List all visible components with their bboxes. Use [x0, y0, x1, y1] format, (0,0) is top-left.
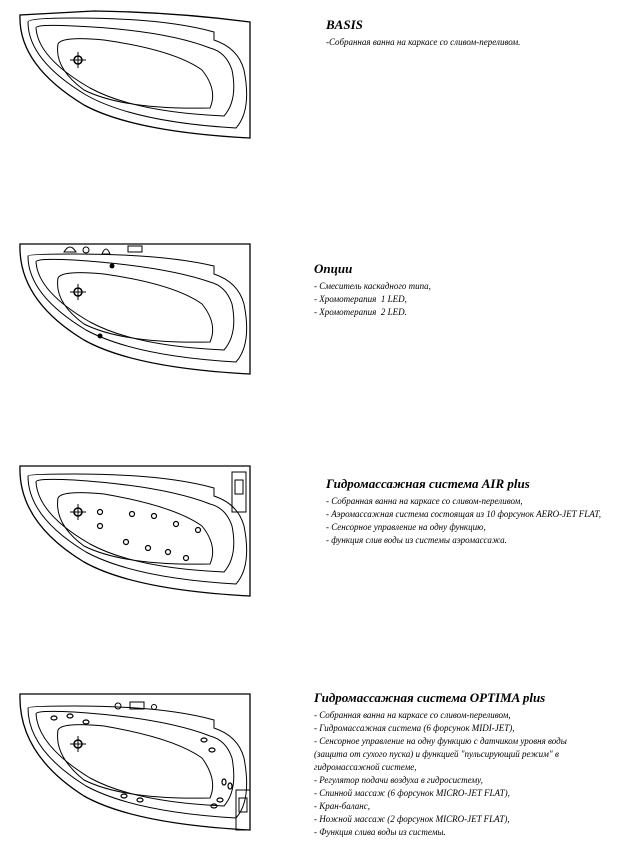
- section-optima-plus: Гидромассажная система OPTIMA plus - Соб…: [314, 690, 567, 839]
- section-title: Опции: [314, 261, 353, 276]
- feature-item: - Кран-баланс,: [314, 801, 370, 811]
- section-options: Опции - Смеситель каскадного типа, - Хро…: [314, 261, 431, 319]
- drain-icon: [70, 52, 86, 68]
- feature-item: - Смеситель каскадного типа,: [314, 281, 431, 291]
- bathtub-drawing-air-plus: [14, 462, 254, 602]
- drain-icon: [70, 736, 86, 752]
- section-basis: BASIS -Собранная ванна на каркасе со сли…: [326, 17, 520, 49]
- section-title: BASIS: [326, 17, 363, 32]
- section-title: Гидромассажная система OPTIMA plus: [314, 690, 546, 705]
- section-title: Гидромассажная система AIR plus: [326, 476, 530, 491]
- feature-item: гидромассажной системе,: [314, 762, 417, 772]
- feature-item: - Гидромассажная система (6 форсунок MID…: [314, 723, 515, 733]
- feature-item: - Спинной массаж (6 форсунок MICRO-JET F…: [314, 788, 510, 798]
- bathtub-drawing-options: [14, 240, 254, 380]
- feature-item: - Регулятор подачи воздуха в гидросистем…: [314, 775, 483, 785]
- feature-item: - Сенсорное управление на одну функцию,: [326, 522, 486, 532]
- feature-item: - Аэромассажная система состоящая из 10 …: [326, 509, 602, 519]
- bathtub-drawing-optima-plus: [14, 690, 254, 836]
- feature-item: - Ножной массаж (2 форсунок MICRO-JET FL…: [314, 814, 510, 824]
- drain-icon: [70, 504, 86, 520]
- feature-item: - Сенсорное управление на одну функцию с…: [314, 736, 567, 746]
- feature-item: -Собранная ванна на каркасе со сливом-пе…: [326, 37, 521, 47]
- feature-item: - Хромотерапия 2 LED.: [314, 307, 407, 317]
- feature-item: - Хромотерапия 1 LED,: [314, 294, 407, 304]
- bathtub-drawing-basis: [14, 10, 254, 140]
- feature-item: (защита от сухого пуска) и функцией "пул…: [314, 749, 559, 759]
- feature-item: - Собранная ванна на каркасе со сливом-п…: [314, 710, 511, 720]
- drain-icon: [70, 284, 86, 300]
- feature-item: - функция слив воды из системы аэромасса…: [326, 535, 507, 545]
- section-air-plus: Гидромассажная система AIR plus - Собран…: [326, 476, 601, 547]
- feature-item: - Собранная ванна на каркасе со сливом-п…: [326, 496, 523, 506]
- feature-item: - Функция слива воды из системы.: [314, 827, 446, 837]
